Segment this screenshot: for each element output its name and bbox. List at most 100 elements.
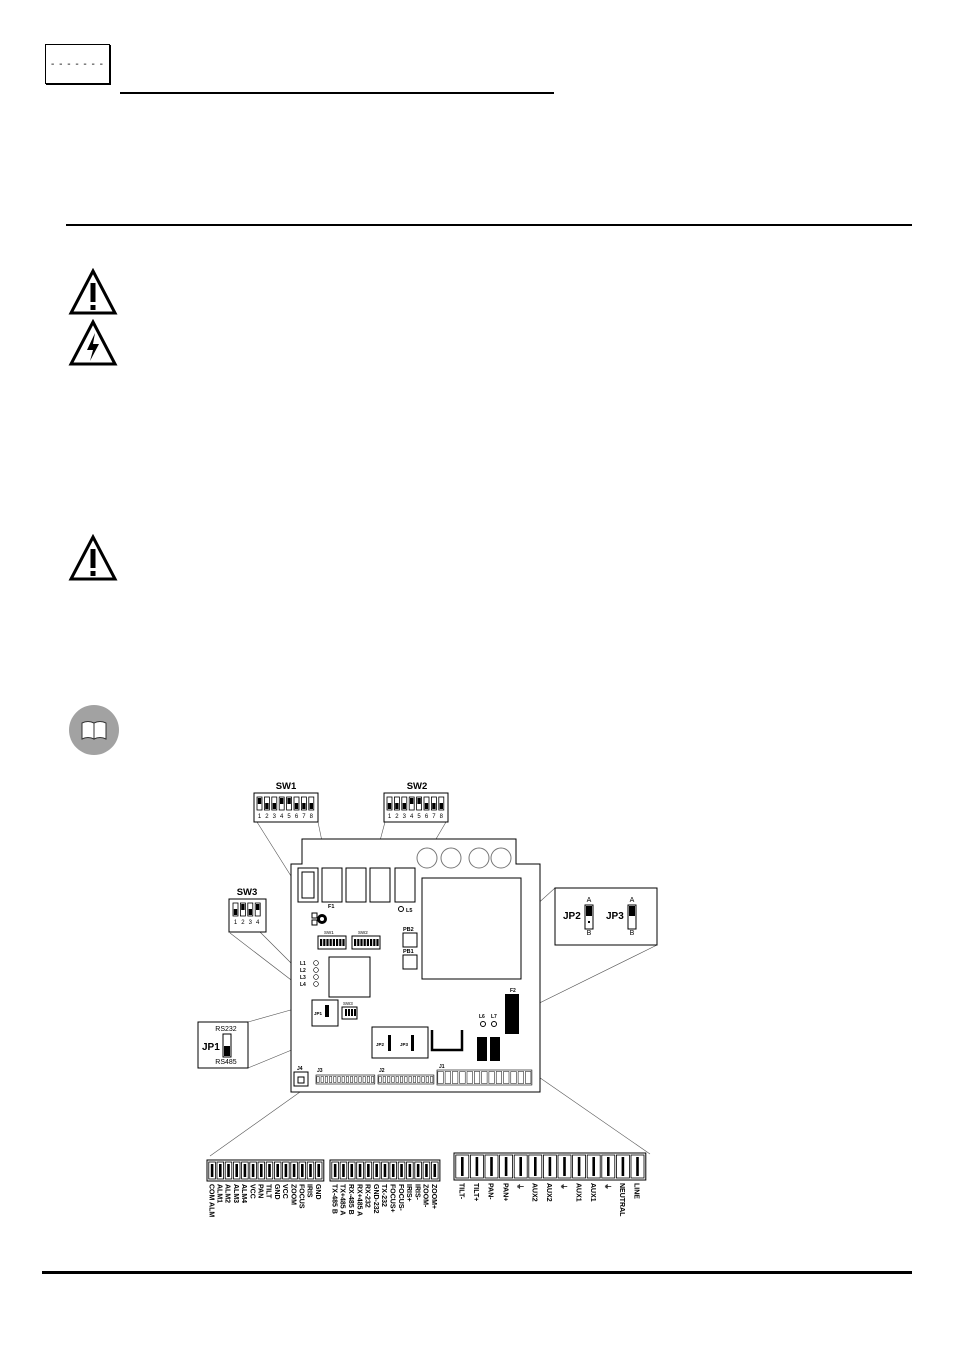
jp1-top-label: RS232 — [215, 1026, 237, 1033]
l5-label: L5 — [406, 908, 412, 914]
j1-terminal-label: AUX1 — [589, 1183, 596, 1202]
j1-terminal-label: TILT+ — [472, 1183, 479, 1201]
board-terminal-pin — [517, 1071, 524, 1084]
sw3-knob — [241, 904, 245, 910]
board-jp1-label: JP1 — [314, 1011, 323, 1016]
jp1-bottom-label: RS485 — [215, 1059, 237, 1066]
sw2-number: 2 — [395, 814, 399, 820]
j3-terminal-label: ZOOM — [289, 1184, 296, 1205]
j1-terminal-label: NEUTRAL — [618, 1183, 625, 1217]
board-terminal-pin — [316, 1076, 320, 1083]
board-terminal-pin — [474, 1071, 481, 1084]
board-dip-knob — [339, 939, 342, 946]
j2-terminal-screw — [400, 1164, 403, 1177]
board-terminal-pin — [408, 1076, 412, 1083]
board-dip-knob — [342, 939, 345, 946]
board-dip-knob — [336, 939, 339, 946]
board-dip-knob — [354, 939, 357, 946]
board-terminal-pin — [329, 1076, 333, 1083]
warning-icon — [68, 268, 118, 315]
board-terminal-pin — [378, 1076, 382, 1083]
j3-terminal-screw — [309, 1164, 312, 1177]
board-jp2-label: JP2 — [376, 1042, 385, 1047]
j3-terminal-label: FOCUS — [298, 1184, 305, 1209]
board-dip-knob — [376, 939, 379, 946]
sw1-title: SW1 — [276, 781, 297, 792]
j3-terminal-screw — [260, 1164, 263, 1177]
j2-terminal-label: FOCUS- — [397, 1184, 404, 1212]
j2-terminal-screw — [350, 1164, 354, 1177]
board-terminal-pin — [382, 1076, 386, 1083]
j1-terminal-screw — [607, 1157, 610, 1176]
board-terminal-pin — [333, 1076, 337, 1083]
sw3-title: SW3 — [237, 887, 258, 898]
j3-terminal-label: ALM3 — [232, 1184, 239, 1203]
footer-rule — [42, 1271, 912, 1274]
j3-terminal-screw — [227, 1164, 230, 1177]
sw2-number: 6 — [425, 814, 429, 820]
book-icon — [69, 705, 119, 755]
j1-terminal-label: AUX2 — [545, 1183, 552, 1202]
sw1-number: 3 — [273, 814, 277, 820]
board-terminal-pin — [404, 1076, 408, 1083]
board-terminal-pin — [358, 1076, 362, 1083]
board-dip-knob — [323, 939, 326, 946]
j2-terminal-screw — [342, 1164, 345, 1177]
board-dip-knob — [366, 939, 369, 946]
board-terminal-pin — [412, 1076, 416, 1083]
board-jp3-label: JP3 — [400, 1042, 409, 1047]
sw2-knob — [410, 798, 414, 804]
board-terminal-pin — [481, 1071, 488, 1084]
j2-terminal-label: TX-485 B — [330, 1184, 337, 1214]
j1-terminal-screw — [534, 1157, 537, 1176]
sw2-knob — [402, 803, 406, 809]
sw1-knob — [265, 803, 269, 809]
j1-terminal-screw — [519, 1157, 522, 1176]
sw1-number: 8 — [310, 814, 314, 820]
sw3-knob — [256, 904, 260, 910]
sw1-number: 6 — [295, 814, 299, 820]
jp2-jp3-zoom: A B JP2 A B JP3 — [554, 887, 658, 946]
j2-terminal-screw — [416, 1164, 420, 1177]
board-dip-knob — [370, 939, 373, 946]
jp2-title: JP2 — [563, 911, 581, 922]
j2-terminal-screw — [425, 1164, 428, 1177]
j4-label: J4 — [297, 1066, 303, 1072]
sw2-knob — [439, 803, 443, 809]
sw1-knob — [272, 803, 276, 809]
jp1-title: JP1 — [202, 1042, 220, 1053]
board-terminal-pin — [437, 1071, 444, 1084]
j1-terminal-label: LINE — [633, 1183, 640, 1199]
led-label: L1 — [300, 961, 306, 967]
j2-terminal-label: RX-232 — [364, 1184, 371, 1208]
j1-terminal-label: AUX1 — [574, 1183, 581, 1202]
sw3-knob — [248, 909, 252, 915]
j1-terminal-screw — [563, 1157, 566, 1176]
board-dip-knob — [320, 939, 323, 946]
j2-terminal-label: RX-485 B — [347, 1184, 354, 1215]
j2-terminal-screw — [333, 1164, 337, 1177]
board-terminal-pin — [525, 1071, 532, 1084]
jp2-b-label: B — [587, 930, 592, 937]
board-terminal-pin — [400, 1076, 404, 1083]
board-terminal-pin — [341, 1076, 345, 1083]
board-terminal-pin — [320, 1076, 324, 1083]
j3-terminal-label: ALM4 — [240, 1184, 247, 1203]
j2-label: J2 — [379, 1068, 385, 1074]
board-terminal-pin — [425, 1076, 429, 1083]
board-terminal-pin — [459, 1071, 466, 1084]
j3-terminal-screw — [317, 1164, 320, 1177]
l7-label: L7 — [491, 1014, 497, 1020]
j3-terminal-label: IRIS — [306, 1184, 313, 1198]
board-dip-knob — [360, 939, 363, 946]
sw3-number: 4 — [256, 920, 260, 926]
j2-terminal-screw — [408, 1164, 412, 1177]
j2-terminal-label: ZOOM- — [422, 1184, 429, 1208]
sw3-number: 2 — [241, 920, 245, 926]
j1-terminal-screw — [621, 1157, 625, 1176]
jp1-zoom: RS232 RS485 JP1 — [197, 1021, 249, 1069]
j1-terminal-screw — [475, 1157, 479, 1176]
header-badge: - - - - - - - — [45, 44, 110, 84]
